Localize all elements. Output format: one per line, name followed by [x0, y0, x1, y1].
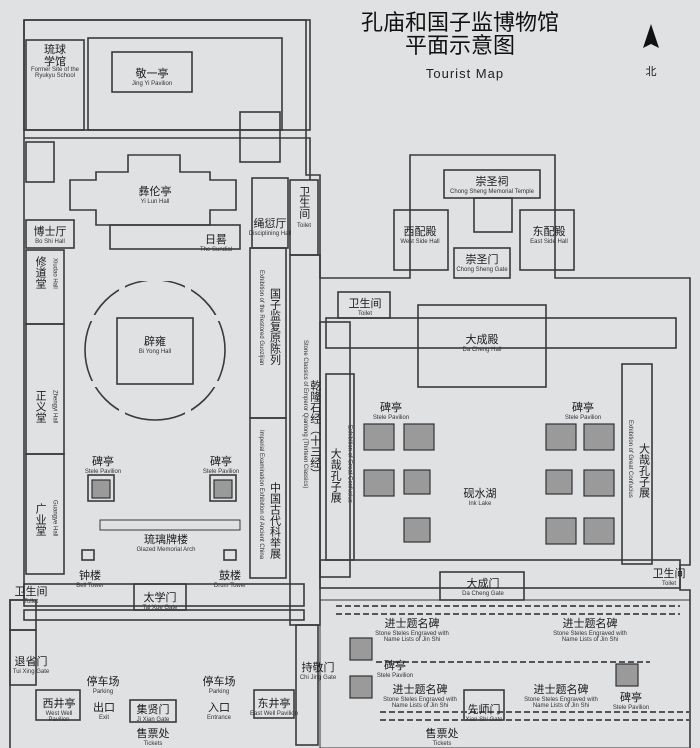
label-stele-pavilion-3: 碑亭 Stele Pavilion: [84, 455, 122, 475]
label-jixian-gate: 集贤门 Ji Xian Gate: [136, 703, 170, 723]
label-toilet-1: 卫生间 Toilet: [296, 186, 311, 229]
label-jinshi-4: 进士题名碑 Stone Steles Engraved with Name Li…: [524, 683, 598, 710]
label-biyong: 辟雍 Bi Yong Hall: [138, 335, 172, 355]
label-chongsheng-ci: 崇圣祠 Chong Sheng Memorial Temple: [450, 175, 534, 195]
label-stele-pavilion-4: 碑亭 Stele Pavilion: [202, 455, 240, 475]
dacheng-hall-outline: [417, 304, 547, 388]
label-jinshi-2: 进士题名碑 Stone Steles Engraved with Name Li…: [553, 617, 627, 644]
label-entrance: 入口 Entrance: [206, 701, 231, 721]
north-label: 北: [645, 65, 657, 78]
label-guozijian-exh: Exhibition of the Restored Guozijian 国子监…: [257, 270, 282, 366]
label-jinshi-3: 进士题名碑 Stone Steles Engraved with Name Li…: [383, 683, 457, 710]
label-toilet-3: 卫生间 Toilet: [14, 585, 48, 605]
label-parking-2: 停车场 Parking: [202, 675, 236, 695]
label-xipeidian: 西配殿 West Side Hall: [400, 225, 440, 245]
label-boshi: 博士厅 Bo Shi Hall: [33, 225, 67, 245]
label-taixue-gate: 太学门 Tai Xue Gate: [142, 591, 178, 611]
label-stele-pavilion-1: 碑亭 Stele Pavilion: [372, 401, 410, 421]
label-liuli: 琉璃牌楼 Glazed Memorial Arch: [136, 533, 196, 553]
label-west-well: 西井亭 West Well Pavilion: [42, 697, 76, 724]
north-arrow-icon: [643, 24, 659, 48]
label-dongpeidian: 东配殿 East Side Hall: [530, 225, 568, 245]
label-tuixing-gate: 退省门 Tui Xing Gate: [12, 655, 50, 675]
label-stele-pavilion-6: 碑亭 Stele Pavilion: [612, 691, 650, 711]
map-title: 孔庙和国子监博物馆 平面示意图: [360, 11, 559, 60]
label-yilun: 彝伦亭 Yi Lun Hall: [138, 185, 172, 205]
stele-rows: [336, 605, 690, 721]
label-chijing-gate: 持敬门 Chi Jing Gate: [299, 661, 337, 681]
label-exit: 出口 Exit: [93, 701, 115, 721]
label-toilet-4: 卫生间 Toilet: [652, 567, 686, 587]
label-tickets-2: 售票处 Tickets: [425, 727, 459, 747]
label-east-well: 东井亭 East Well Pavilion: [250, 697, 298, 717]
label-xiudao: 修道堂 Xiudao Hall: [34, 256, 58, 289]
label-stele-pavilion-2: 碑亭 Stele Pavilion: [564, 401, 602, 421]
label-dacai-left: 大哉孔子展 Exhibition of Great Confucius: [329, 425, 353, 503]
label-dacai-right: Exhibition of Great Confucius 大哉孔子展: [626, 420, 651, 498]
label-xianshi-gate: 先师门 Xian Shi Gate: [465, 703, 503, 723]
label-parking-1: 停车场 Parking: [86, 675, 120, 695]
label-liuqiu: 琉球 学馆 Former Site of the Ryukyu School: [30, 43, 80, 80]
label-stele-pavilion-5: 碑亭 Stele Pavilion: [376, 659, 414, 679]
label-dacheng-hall: 大成殿 Da Cheng Hall: [462, 333, 502, 353]
label-bell-tower: 钟楼 Bell Tower: [76, 569, 104, 589]
stele-pavilions: [91, 423, 639, 699]
label-tickets-1: 售票处 Tickets: [136, 727, 170, 747]
label-jinshi-1: 进士题名碑 Stone Steles Engraved with Name Li…: [375, 617, 449, 644]
label-zhengyi: 正义堂 Zhengyi Hall: [34, 390, 58, 424]
label-ink-lake: 砚水湖 Ink Lake: [463, 487, 497, 507]
label-shengqian: 绳愆厅 Disciplining Hall: [248, 217, 292, 237]
label-qianlong: 乾隆石经（十三经）: [308, 380, 322, 479]
label-chongsheng-men: 崇圣门 Chong Sheng Gate: [456, 253, 508, 273]
label-stone-classics: Stone Classics of Emperor Qianlong (Thir…: [302, 340, 309, 489]
label-riyu: 日晷 The Sundial: [199, 233, 233, 253]
label-dacheng-gate: 大成门 Da Cheng Gate: [462, 577, 504, 597]
label-keju-exh: Imperial Examination Exhibition of Ancie…: [257, 430, 282, 560]
label-drum-tower: 鼓楼 Drum Tower: [213, 569, 247, 589]
label-jingyi: 敬一亭 Jing Yi Pavilion: [131, 67, 173, 87]
map-subtitle: Tourist Map: [425, 66, 505, 81]
label-toilet-2: 卫生间 Toilet: [348, 297, 382, 317]
yilun-hall-outline: [69, 154, 237, 226]
label-guangye: 广业堂 Guangye Hall: [34, 500, 58, 537]
